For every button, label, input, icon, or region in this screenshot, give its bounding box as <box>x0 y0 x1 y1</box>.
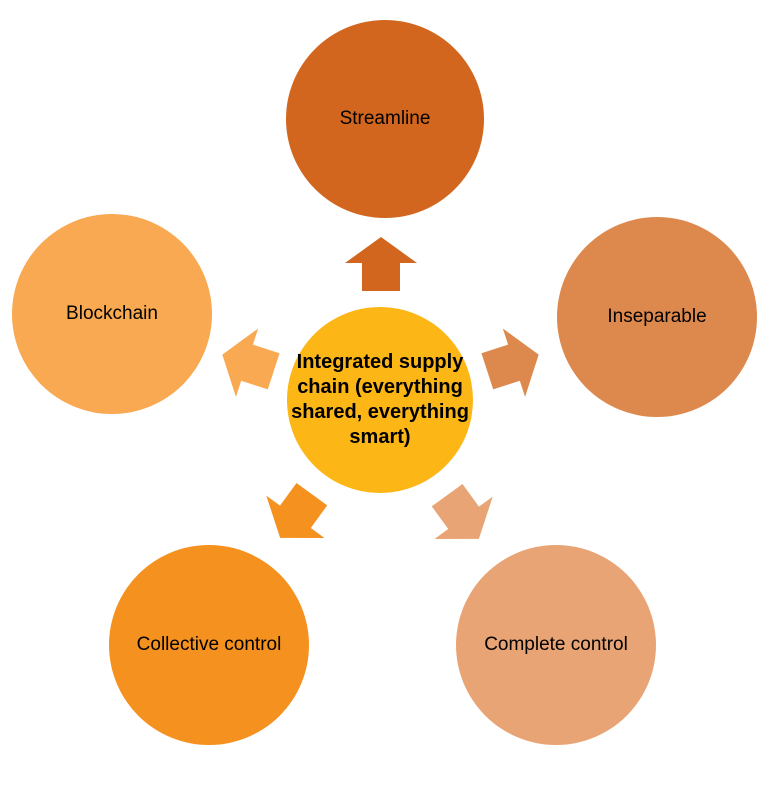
block-arrow-shape <box>431 483 493 539</box>
arrow-to-collective-control-icon <box>266 482 328 538</box>
hub-node: Integrated supply chain (everything shar… <box>287 307 473 493</box>
arrow-to-blockchain-icon <box>222 328 280 397</box>
block-arrow-shape <box>266 482 328 538</box>
block-arrow-shape <box>481 328 539 397</box>
node-collective-control: Collective control <box>109 545 309 745</box>
node-collective-control-label: Collective control <box>136 634 282 655</box>
node-streamline: Streamline <box>286 20 484 218</box>
arrow-to-complete-control-icon <box>431 483 493 539</box>
hub-label: Integrated supply chain (everything shar… <box>291 351 469 448</box>
block-arrow-shape <box>222 328 280 397</box>
node-inseparable: Inseparable <box>557 217 757 417</box>
node-streamline-label: Streamline <box>339 108 431 129</box>
node-complete-control-label: Complete control <box>484 634 628 655</box>
node-blockchain: Blockchain <box>12 214 212 414</box>
arrow-to-streamline-icon <box>345 237 417 291</box>
node-complete-control: Complete control <box>456 545 656 745</box>
node-inseparable-label: Inseparable <box>607 306 707 327</box>
node-blockchain-label: Blockchain <box>66 303 158 324</box>
block-arrow-shape <box>345 237 417 291</box>
arrow-to-inseparable-icon <box>481 328 539 397</box>
